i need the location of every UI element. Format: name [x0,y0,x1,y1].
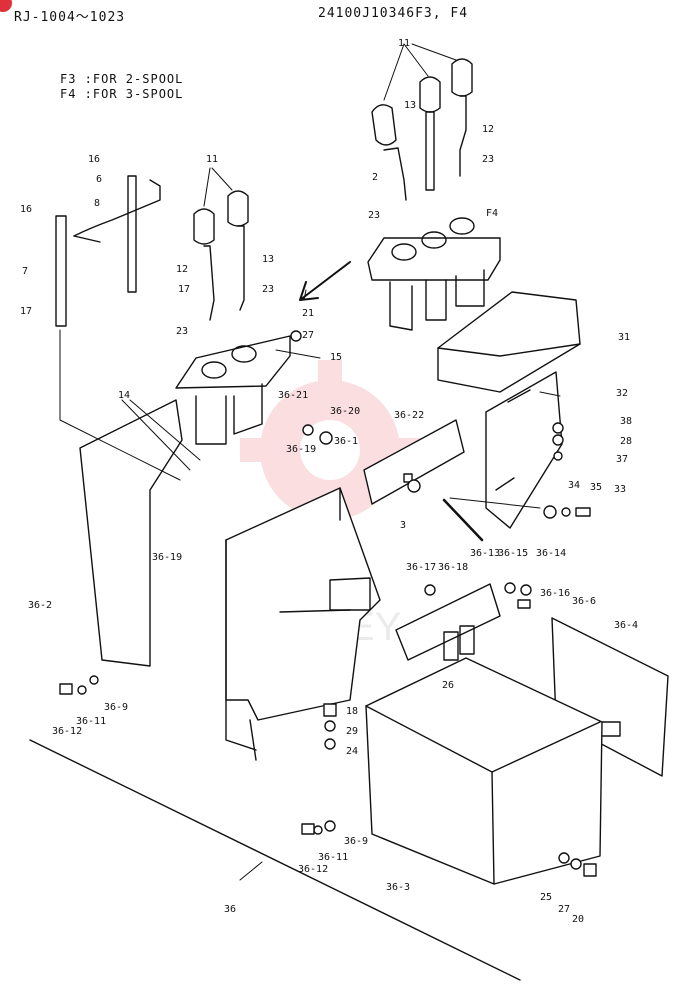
lower-switch-plate [395,583,501,661]
part-label-34: 35 [590,482,602,493]
part-label-59: 27 [558,904,570,915]
f4-knob-left [371,104,407,201]
part-label-57: 36-3 [386,882,410,893]
part-label-0: 11 [398,38,410,49]
part-label-45: 36-2 [28,600,52,611]
wire-arrow [442,498,484,542]
part-label-15: 13 [262,254,274,265]
part-label-16: 23 [262,284,274,295]
part-label-41: 36-17 [406,562,436,573]
part-label-8: 6 [96,174,102,185]
part-label-33: 34 [568,480,580,491]
console-body [225,487,381,761]
part-label-22: 31 [618,332,630,343]
model-range-header: RJ-1004～1023 [14,10,126,25]
switch-plate [363,419,465,505]
part-label-3: 12 [482,124,494,135]
part-label-37: 36-19 [152,552,182,563]
bottom-box [365,657,603,885]
part-label-42: 36-18 [438,562,468,573]
part-label-61: 36 [224,904,236,915]
part-label-48: 36-9 [104,702,128,713]
part-label-40: 36-14 [536,548,566,559]
part-label-13: 11 [206,154,218,165]
corner-marker [0,0,12,12]
part-label-24: 36-21 [278,390,308,401]
part-label-29: 36-19 [286,444,316,455]
part-label-31: 28 [620,436,632,447]
part-label-50: 36-12 [52,726,82,737]
part-label-19: 21 [302,308,314,319]
note-f3: F3 :FOR 2-SPOOL [60,72,184,86]
part-label-35: 33 [614,484,626,495]
part-label-20: 27 [302,330,314,341]
f3-valve-block [175,335,291,445]
part-label-47: 26 [442,680,454,691]
part-label-11: 7 [22,266,28,277]
part-label-28: 36-1 [334,436,358,447]
part-label-21: 15 [330,352,342,363]
part-label-55: 36-11 [318,852,348,863]
f4-valve-block [367,217,501,331]
armrest-bracket [485,371,563,529]
base-plate-edge [29,739,521,981]
armrest-pad [437,291,581,393]
part-label-52: 29 [346,726,358,737]
side-panel-left [79,399,183,667]
f3-knobs [193,190,249,321]
part-label-26: 14 [118,390,130,401]
part-label-58: 25 [540,892,552,903]
direction-arrow [299,261,351,301]
part-label-23: 32 [616,388,628,399]
f4-knob-middle [419,76,441,191]
f4-knob-right [451,58,473,177]
part-label-7: 16 [88,154,100,165]
part-label-46: 36-4 [614,620,638,631]
part-label-32: 37 [616,454,628,465]
part-label-38: 36-13 [470,548,500,559]
part-label-5: 23 [368,210,380,221]
part-label-10: 16 [20,204,32,215]
part-label-43: 36-16 [540,588,570,599]
note-f4: F4 :FOR 3-SPOOL [60,87,184,101]
part-label-4: 23 [482,154,494,165]
part-label-18: 17 [178,284,190,295]
part-label-36: 3 [400,520,406,531]
part-label-12: 17 [20,306,32,317]
part-label-51: 18 [346,706,358,717]
part-label-2: 13 [404,100,416,111]
part-label-54: 36-9 [344,836,368,847]
part-label-39: 36-15 [498,548,528,559]
part-label-25: 36-20 [330,406,360,417]
part-label-6: F4 [486,208,498,219]
part-label-17: 23 [176,326,188,337]
f3-lever-frame [55,175,161,327]
part-number-header: 24100J10346F3, F4 [318,6,469,21]
part-label-53: 24 [346,746,358,757]
part-label-27: 36-22 [394,410,424,421]
part-label-30: 38 [620,416,632,427]
part-label-9: 8 [94,198,100,209]
part-label-1: 2 [372,172,378,183]
part-label-49: 36-11 [76,716,106,727]
part-label-14: 12 [176,264,188,275]
part-label-56: 36-12 [298,864,328,875]
part-label-44: 36-6 [572,596,596,607]
part-label-60: 20 [572,914,584,925]
